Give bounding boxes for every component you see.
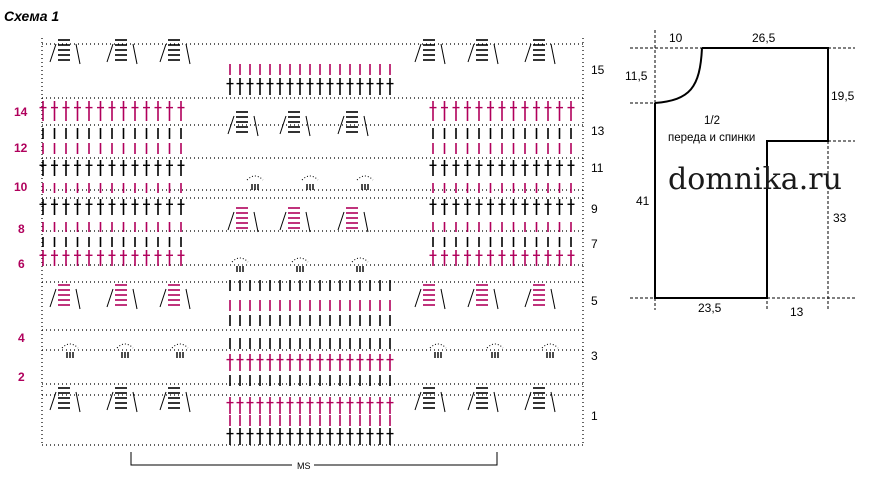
row-number: 10 bbox=[14, 180, 28, 194]
fan-arrow bbox=[49, 43, 57, 63]
fan-arrow bbox=[305, 115, 311, 137]
schematic-note-text: переда и спинки bbox=[668, 132, 755, 144]
fan-arrow bbox=[106, 43, 114, 63]
row-number: 11 bbox=[591, 161, 604, 175]
fan-arrow bbox=[159, 43, 167, 63]
dim-sleeve-height: 33 bbox=[833, 211, 847, 225]
fan-arrow bbox=[440, 288, 446, 310]
fan-arrow bbox=[414, 288, 422, 308]
chart-title: Схема 1 bbox=[4, 8, 59, 24]
row-number: 4 bbox=[18, 331, 25, 345]
shell bbox=[61, 343, 79, 349]
dim-shoulder: 26,5 bbox=[752, 31, 776, 45]
fan-arrow bbox=[467, 43, 475, 63]
repeat-bracket: MS bbox=[130, 452, 498, 471]
shell bbox=[291, 257, 309, 263]
row-number: 9 bbox=[591, 202, 598, 216]
row-number: 13 bbox=[591, 124, 605, 138]
fan-arrow bbox=[467, 391, 475, 411]
fan-arrow bbox=[159, 391, 167, 411]
shell bbox=[246, 175, 264, 181]
row-number: 3 bbox=[591, 349, 598, 363]
pattern-stitches bbox=[39, 38, 584, 446]
fan-arrow bbox=[279, 211, 287, 231]
garment-schematic: 10 26,5 11,5 19,5 41 33 23,5 13 1/2 пере… bbox=[625, 30, 855, 319]
fan-arrow bbox=[279, 115, 287, 135]
fan-arrow bbox=[75, 43, 81, 65]
fan-arrow bbox=[75, 288, 81, 310]
shell bbox=[486, 343, 504, 349]
fan-arrow bbox=[253, 211, 259, 233]
fan-arrow bbox=[363, 211, 369, 233]
watermark: domnika.ru bbox=[668, 162, 842, 197]
shell bbox=[301, 175, 319, 181]
row-numbers-right: 15 13 11 9 7 5 3 1 bbox=[591, 63, 605, 423]
fan-arrow bbox=[467, 288, 475, 308]
fan-arrow bbox=[337, 115, 345, 135]
fan-arrow bbox=[440, 391, 446, 413]
dim-armhole: 19,5 bbox=[831, 89, 855, 103]
row-number: 6 bbox=[18, 257, 25, 271]
fan-arrow bbox=[106, 288, 114, 308]
fan-arrow bbox=[49, 391, 57, 411]
fan-arrow bbox=[132, 288, 138, 310]
dim-neck-depth: 11,5 bbox=[625, 69, 648, 83]
fan-arrow bbox=[75, 391, 81, 413]
shell bbox=[429, 343, 447, 349]
repeat-label: MS bbox=[297, 461, 311, 471]
fan-arrow bbox=[493, 391, 499, 413]
fan-arrow bbox=[524, 391, 532, 411]
dim-side: 41 bbox=[636, 194, 650, 208]
fan-arrow bbox=[227, 115, 235, 135]
row-number: 14 bbox=[14, 105, 28, 119]
fan-arrow bbox=[493, 288, 499, 310]
fan-arrow bbox=[305, 211, 311, 233]
fan-arrow bbox=[414, 43, 422, 63]
fan-arrow bbox=[185, 288, 191, 310]
fan-arrow bbox=[49, 288, 57, 308]
fan-arrow bbox=[363, 115, 369, 137]
fan-arrow bbox=[524, 43, 532, 63]
row-number: 5 bbox=[591, 294, 598, 308]
dim-hem: 23,5 bbox=[698, 301, 722, 315]
fan-arrow bbox=[185, 43, 191, 65]
fan-arrow bbox=[550, 43, 556, 65]
fan-arrow bbox=[253, 115, 259, 137]
dim-neck-width: 10 bbox=[669, 31, 683, 45]
fan-arrow bbox=[414, 391, 422, 411]
shell bbox=[356, 175, 374, 181]
row-number: 2 bbox=[18, 370, 25, 384]
fan-arrow bbox=[159, 288, 167, 308]
row-number: 12 bbox=[14, 141, 28, 155]
row-number: 15 bbox=[591, 63, 605, 77]
fan-arrow bbox=[337, 211, 345, 231]
schematic-note-fraction: 1/2 bbox=[704, 115, 720, 127]
row-numbers-left: 14 12 10 8 6 4 2 bbox=[14, 105, 28, 384]
fan-arrow bbox=[550, 288, 556, 310]
shell bbox=[231, 257, 249, 263]
fan-arrow bbox=[132, 43, 138, 65]
fan-arrow bbox=[227, 211, 235, 231]
shell bbox=[116, 343, 134, 349]
shell bbox=[171, 343, 189, 349]
fan-arrow bbox=[524, 288, 532, 308]
fan-arrow bbox=[493, 43, 499, 65]
fan-arrow bbox=[440, 43, 446, 65]
shell bbox=[541, 343, 559, 349]
row-number: 8 bbox=[18, 222, 25, 236]
row-number: 7 bbox=[591, 237, 598, 251]
fan-arrow bbox=[132, 391, 138, 413]
fan-arrow bbox=[106, 391, 114, 411]
fan-arrow bbox=[550, 391, 556, 413]
row-number: 1 bbox=[591, 409, 598, 423]
dim-sleeve-width: 13 bbox=[790, 305, 804, 319]
fan-arrow bbox=[185, 391, 191, 413]
shell bbox=[351, 257, 369, 263]
